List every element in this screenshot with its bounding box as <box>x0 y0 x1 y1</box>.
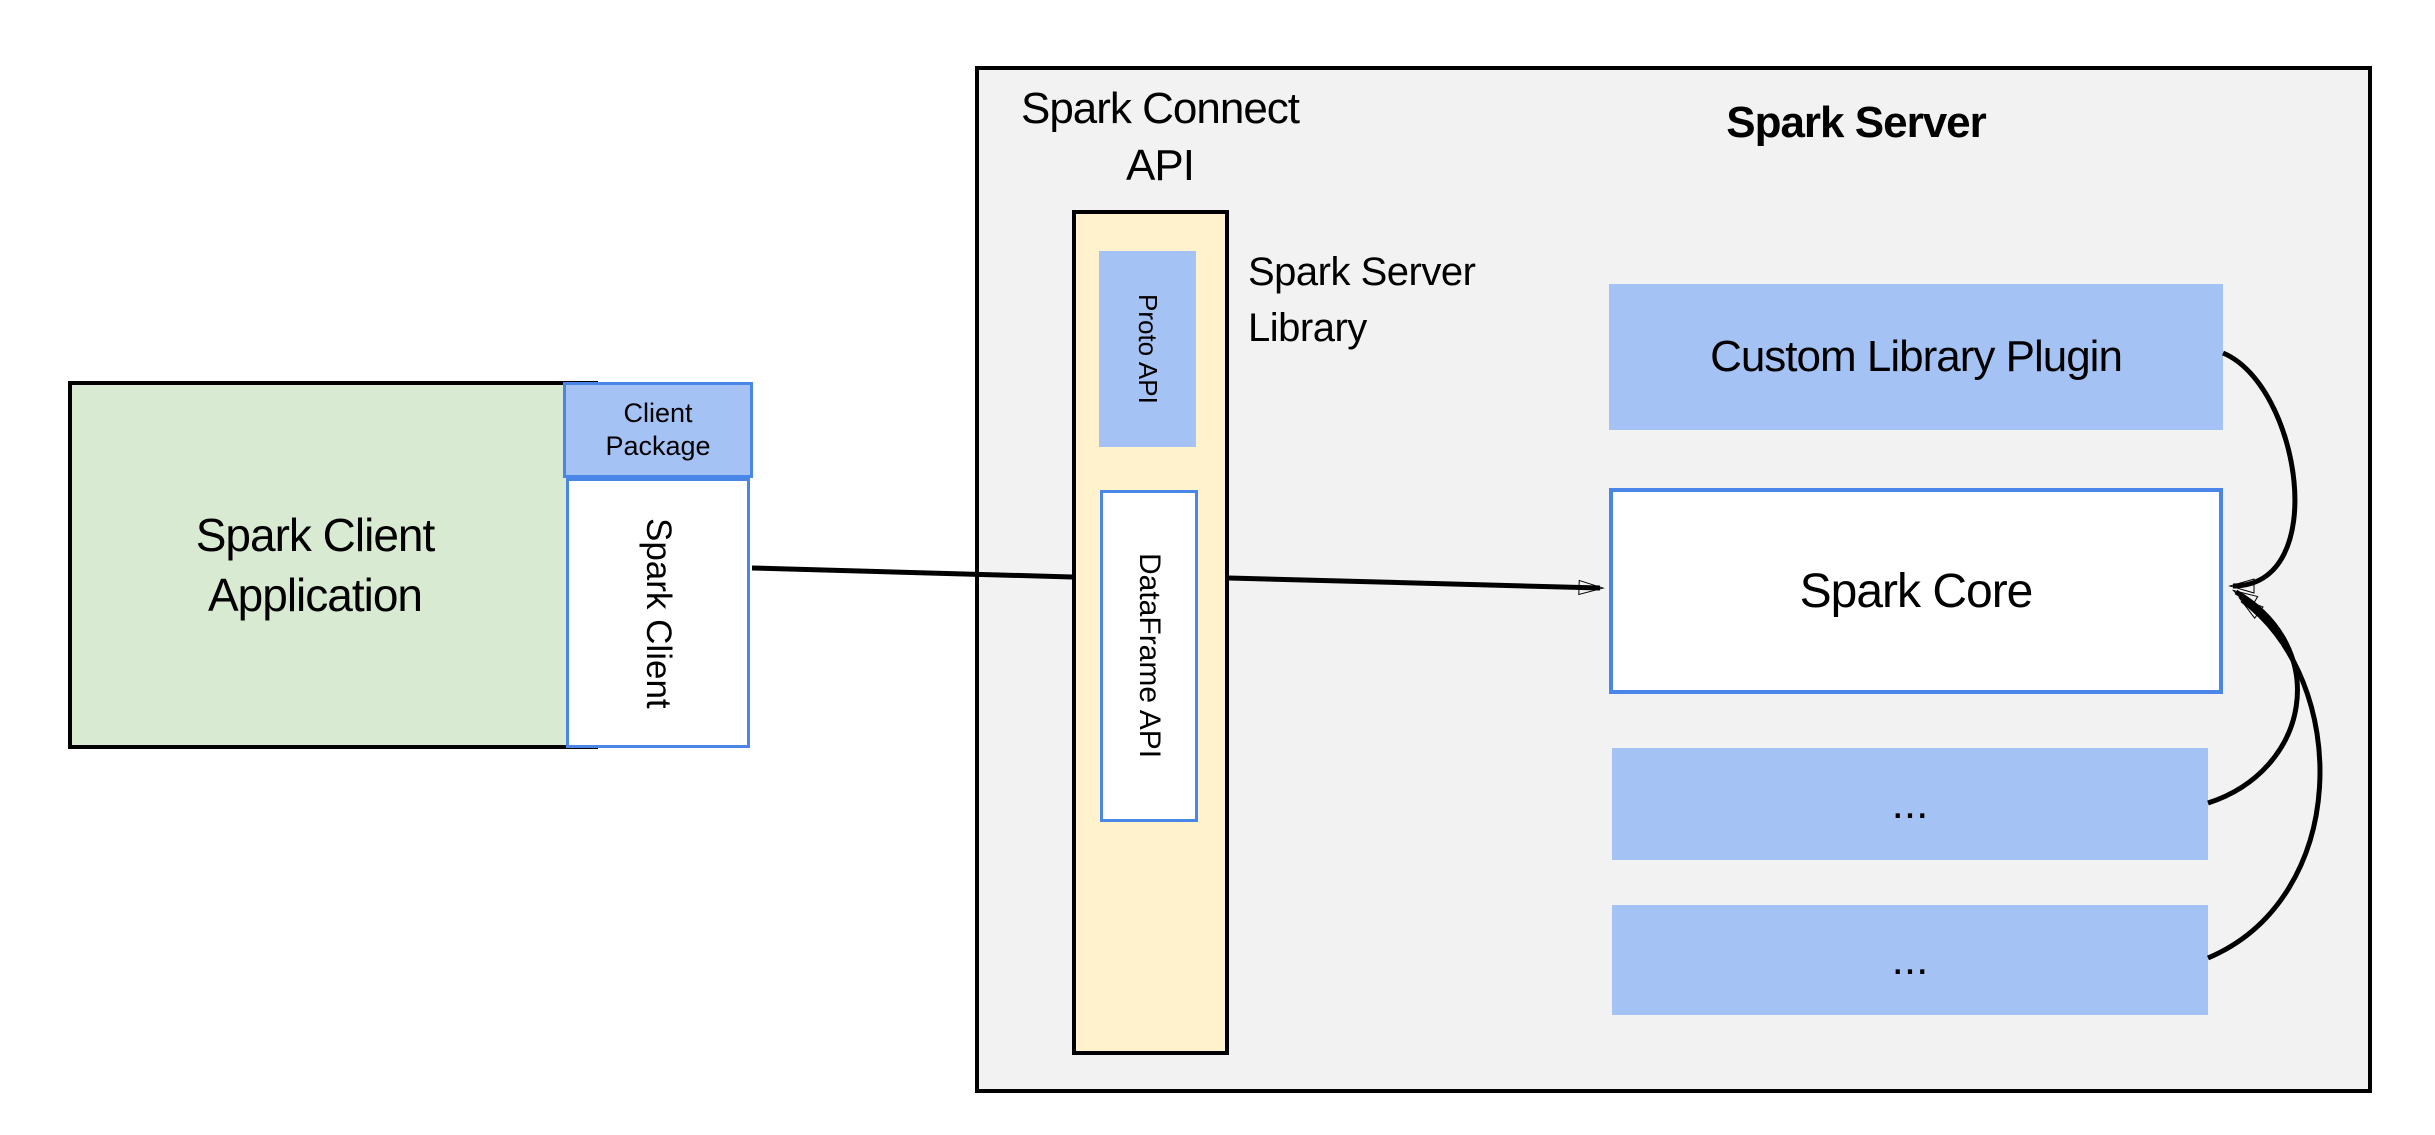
client-package-label-line1: Client <box>623 398 693 428</box>
client-package-box: Client Package <box>563 382 753 478</box>
plugin-slot-1-label: ... <box>1891 779 1929 828</box>
spark-connect-api-label-line1: Spark Connect <box>1020 84 1300 133</box>
spark-client-application-label-line1: Spark Client <box>195 509 436 561</box>
spark-server-library-label-line2: Library <box>1248 306 1367 350</box>
spark-server-title: Spark Server <box>1726 98 1987 147</box>
plugin-slot-box-2: ... <box>1612 905 2208 1015</box>
spark-client-label: Spark Client <box>639 517 678 709</box>
dataframe-api-label: DataFrame API <box>1133 553 1166 759</box>
plugin-slot-2-label: ... <box>1891 935 1929 984</box>
proto-api-box: Proto API <box>1099 251 1196 447</box>
spark-core-label: Spark Core <box>1799 564 2034 618</box>
client-package-label-line2: Package <box>605 431 711 461</box>
dataframe-api-box: DataFrame API <box>1100 490 1198 822</box>
spark-client-application-label-line2: Application <box>207 569 423 621</box>
spark-client-application-box <box>68 381 598 749</box>
spark-server-library-label: Spark Server Library <box>1248 244 1668 356</box>
spark-core-box: Spark Core <box>1609 488 2223 694</box>
custom-library-plugin-box: Custom Library Plugin <box>1609 284 2223 430</box>
spark-client-box: Spark Client <box>566 478 750 748</box>
custom-library-plugin-label: Custom Library Plugin <box>1710 332 2123 381</box>
spark-server-library-label-line1: Spark Server <box>1248 250 1476 294</box>
plugin-slot-box-1: ... <box>1612 748 2208 860</box>
spark-connect-api-label: Spark Connect API <box>980 80 1340 194</box>
spark-connect-api-label-line2: API <box>1126 141 1195 190</box>
spark-client-application-label: Spark Client Application <box>68 381 562 749</box>
proto-api-label: Proto API <box>1133 294 1163 404</box>
